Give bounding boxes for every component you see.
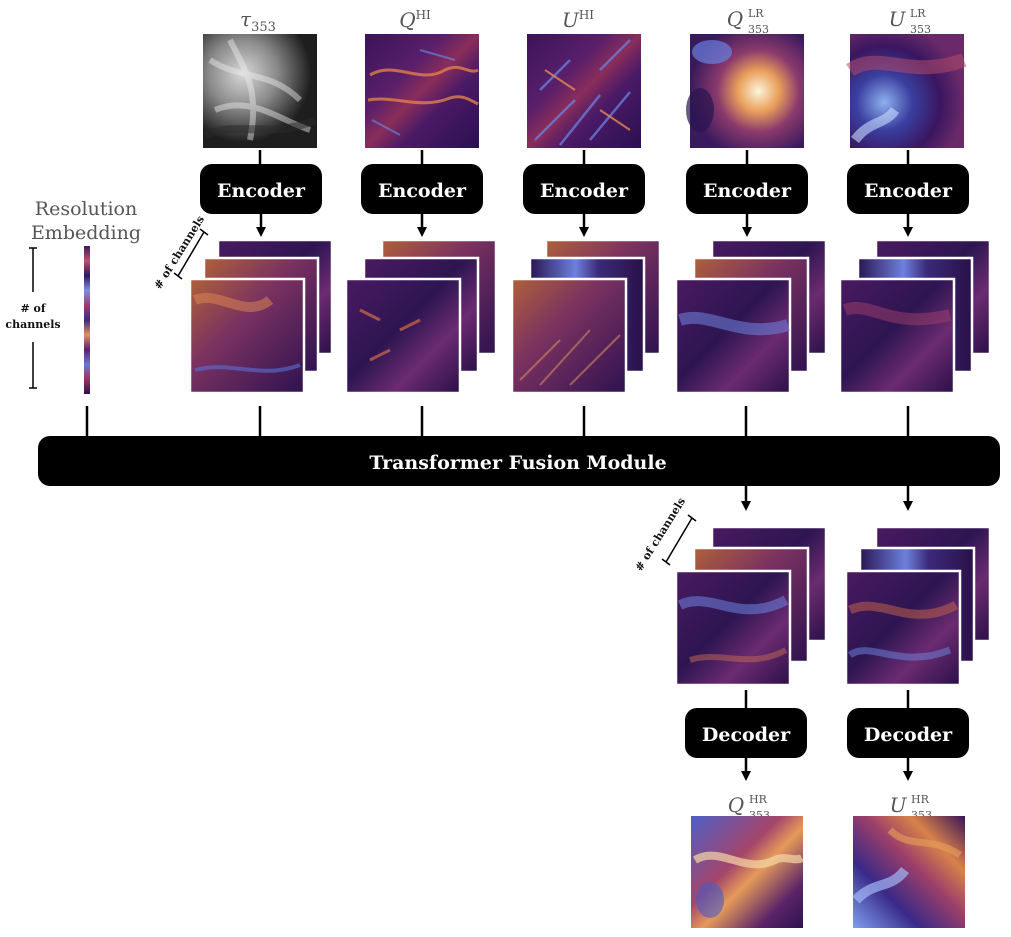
input-encoder-connectors [258,150,910,166]
input-map-u-hi [527,34,641,148]
channels-label-line1: # of [20,302,46,315]
input-title-q-lr: Q LR 353 [727,7,769,36]
resolution-embedding-line1: Resolution [35,198,137,220]
feature-stack-u-hi [510,238,662,395]
input-map-tau [203,34,317,148]
input-title-base: Q [727,7,743,31]
encoder-block-u-lr: Encoder [847,164,969,214]
encoder-label: Encoder [217,180,306,202]
input-title-sup: HI [579,8,594,22]
output-title-sup: HR [911,793,930,806]
fusion-module: Transformer Fusion Module [38,436,1000,486]
output-title-q-hr: Q HR 353 [728,793,770,822]
output-stack-u [844,525,992,687]
input-map-q-lr [686,34,804,148]
input-map-q-hi [365,34,479,148]
svg-text:QHI: QHI [399,8,431,32]
encoder-label: Encoder [864,180,953,202]
svg-text:UHI: UHI [562,8,594,32]
input-title-sub: 353 [910,23,931,36]
output-map-q-hr [691,816,804,928]
input-map-u-lr [846,34,967,148]
feature-stack-q-lr [674,238,828,395]
encoder-block-q-lr: Encoder [686,164,808,214]
feature-stack-q-hi [344,238,498,395]
input-title-base: Q [399,8,415,32]
fusion-output-arrows [741,486,913,511]
input-title-sup: LR [748,7,764,20]
input-title-sup: HI [416,8,431,22]
decoder-input-connectors [744,690,910,710]
input-title-u-lr: U LR 353 [889,7,931,36]
embedding-vector [84,246,90,394]
output-title-base: Q [728,793,744,817]
fusion-label: Transformer Fusion Module [369,452,666,474]
output-channels-diagonal-label: # of channels [633,495,689,573]
fusion-input-connectors [85,406,910,438]
input-title-sub: 353 [748,23,769,36]
resolution-embedding: Resolution Embedding # of channels [5,198,141,394]
resolution-embedding-line2: Embedding [31,222,141,244]
input-title-u-hi: UHI [562,8,594,32]
decoder-label: Decoder [864,724,953,746]
output-title-sup: HR [749,793,768,806]
decoder-output-arrows [741,758,913,781]
encoder-label: Encoder [540,180,629,202]
decoder-label: Decoder [702,724,791,746]
svg-text:τ353: τ353 [240,7,276,35]
output-map-u-hr [852,816,965,928]
feature-stack-u-lr [838,238,992,395]
encoder-label: Encoder [703,180,792,202]
feature-stack-tau [188,238,334,395]
channels-label-line2: channels [5,318,60,331]
input-title-tau: τ353 [240,7,276,35]
input-title-base: U [562,8,580,32]
output-title-base: U [890,793,908,817]
output-stack-q [674,525,828,687]
encoder-block-tau: Encoder [200,164,322,214]
input-title-base: U [889,7,907,31]
decoder-block-q: Decoder [685,708,807,758]
input-title-sub: 353 [251,20,276,35]
decoder-block-u: Decoder [847,708,969,758]
input-title-base: τ [240,7,252,31]
encoder-label: Encoder [378,180,467,202]
encoder-feature-arrows [256,214,913,237]
encoder-block-u-hi: Encoder [523,164,645,214]
encoder-block-q-hi: Encoder [361,164,483,214]
input-title-sup: LR [910,7,926,20]
input-title-q-hi: QHI [399,8,431,32]
output-channels-diagonal-annotation: # of channels [633,495,697,574]
